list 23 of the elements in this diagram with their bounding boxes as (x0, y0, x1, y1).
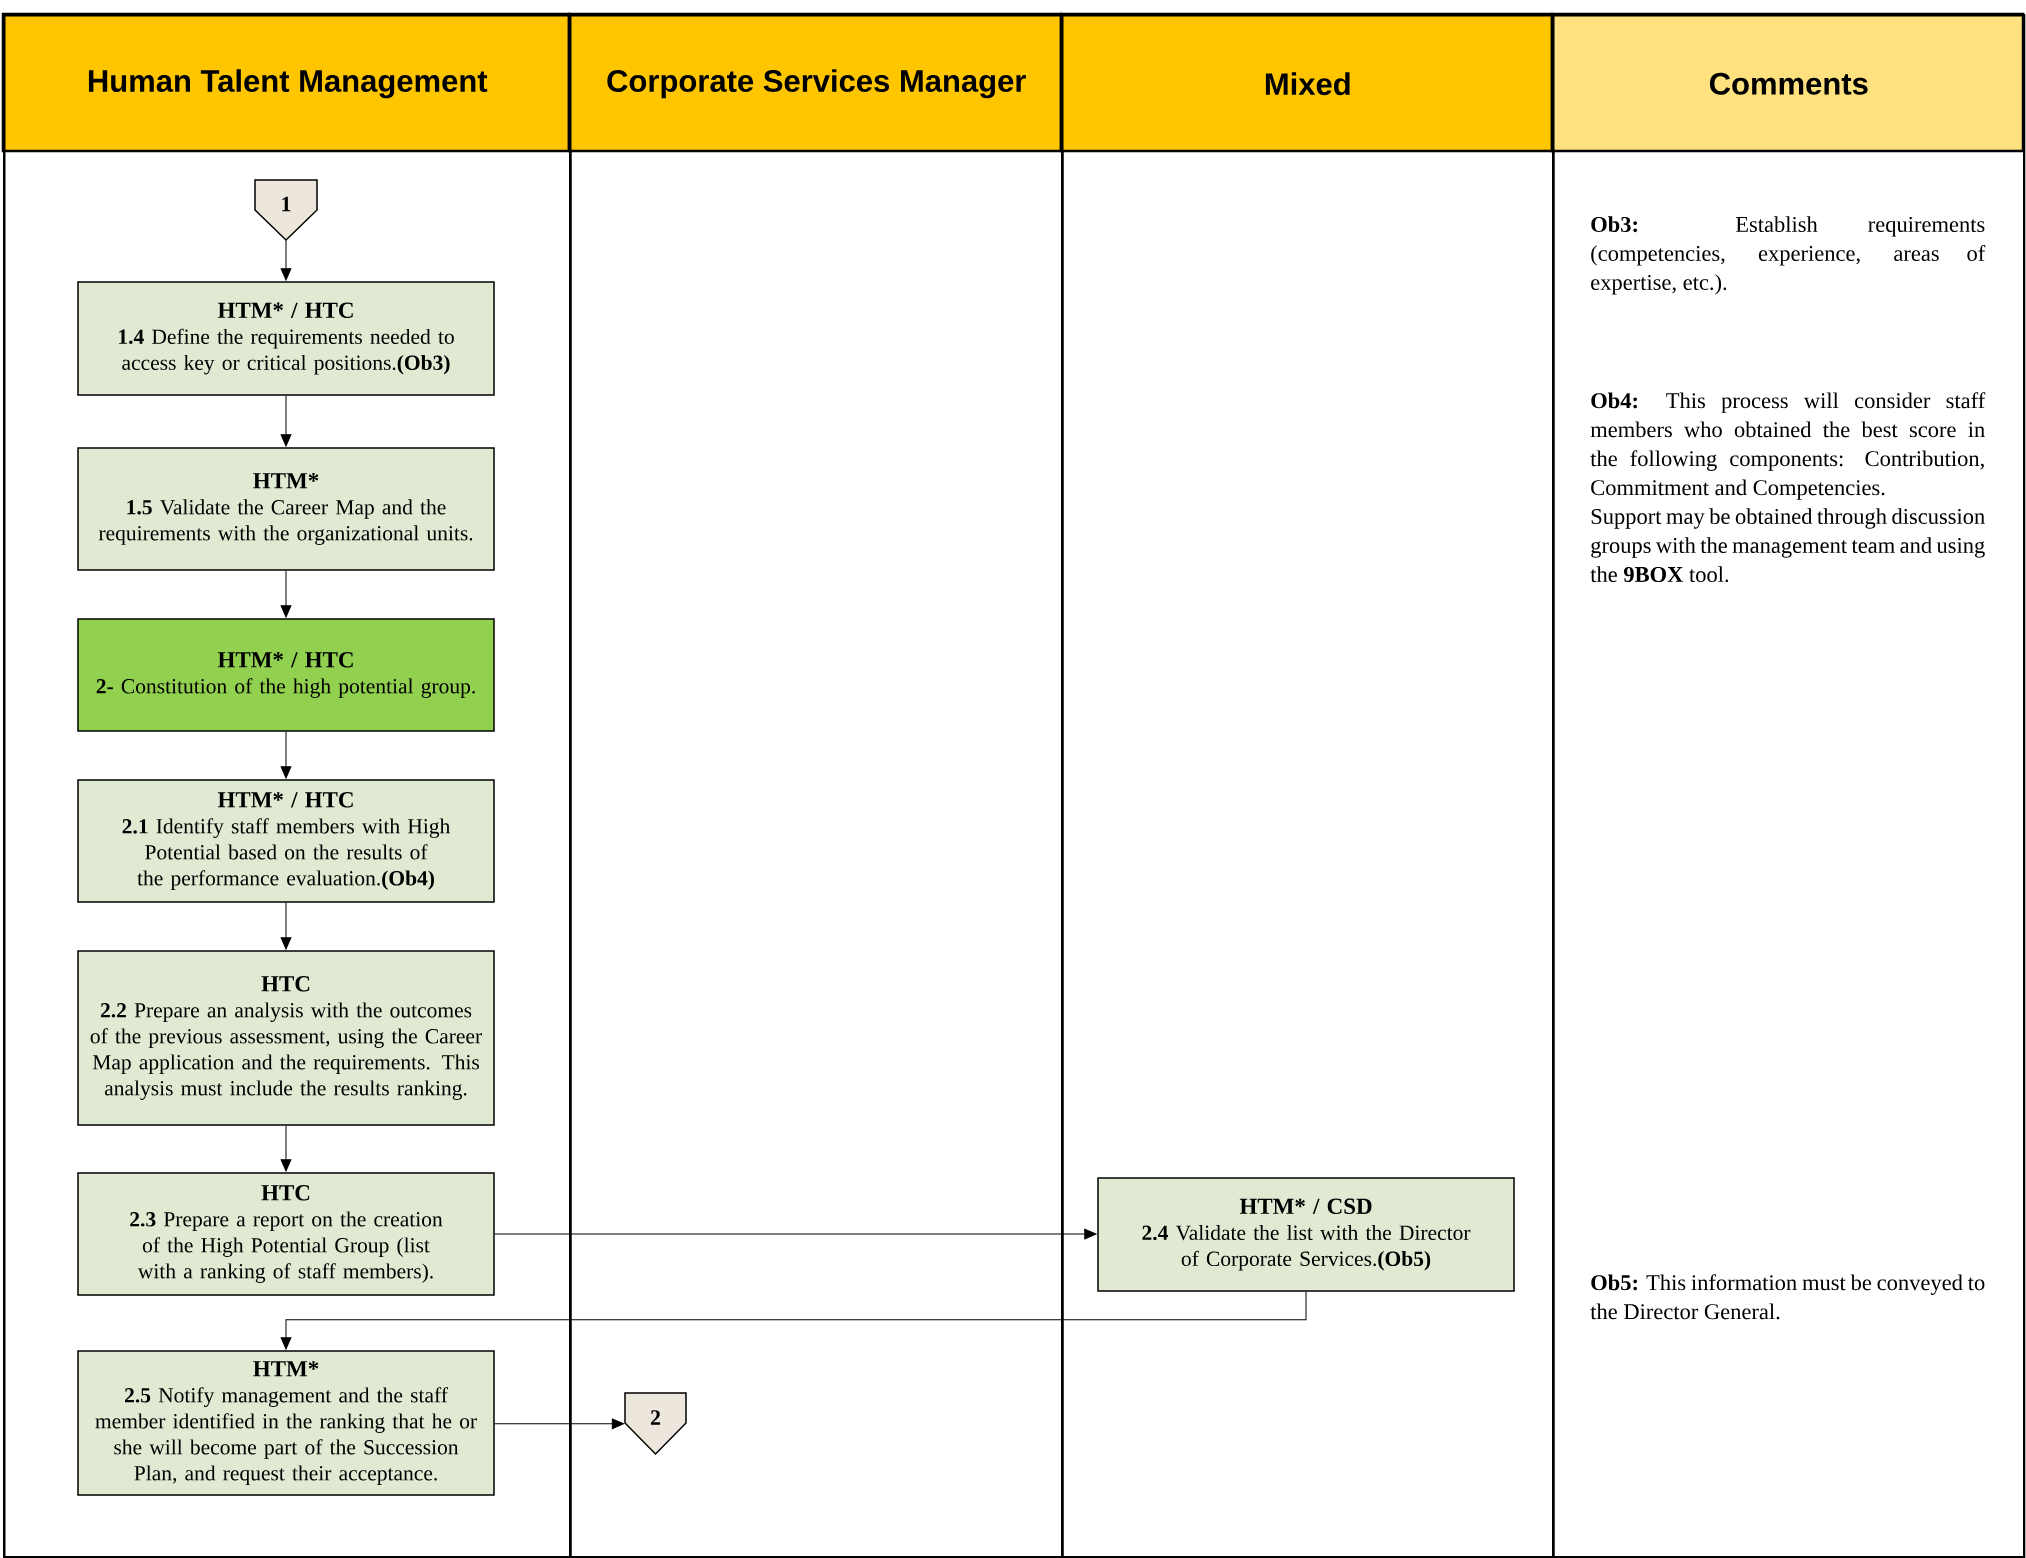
comment-text: Ob5: This information must be conveyed to the Director General. (1590, 1274, 1985, 1320)
off-page-connector: 2 (624, 1392, 687, 1456)
process-box: HTM* 2.5 Notify management and the staff member identified in the ranking that he or she will become part of the Succession Plan, and request their acceptance. (77, 1350, 495, 1496)
arrow (280, 1291, 1307, 1350)
arrow (280, 239, 292, 281)
comment-text: Ob4: This process will consider staff members who obtained the best score in the following components: Contribution, Commitment and Competencies. (1590, 392, 1986, 500)
arrow (280, 902, 292, 950)
arrow (280, 570, 292, 618)
arrow (494, 1228, 1097, 1240)
arrow (280, 395, 292, 447)
arrow (280, 731, 292, 779)
process-box: HTM* / HTC 2.1 Identify staff members with High Potential based on the results of the performance evaluation.(Ob4) (77, 779, 495, 903)
arrow (280, 1125, 292, 1172)
process-box: HTM* / HTC 2- Constitution of the high potential group. (77, 618, 495, 732)
comment-text: Support may be obtained through discussion groups with the management team and using the 9BOX tool. (1590, 508, 1985, 583)
comment-text: Ob3: Establish requirements (competencies, experience, areas of expertise, etc.). (1591, 216, 1986, 295)
arrow (494, 1418, 625, 1430)
process-box: HTM* / HTC 1.4 Define the requirements needed to access key or critical positions.(Ob3) (77, 281, 495, 396)
process-box: HTC 2.3 Prepare a report on the creation of the High Potential Group (list with a ranking of staff members). (77, 1172, 495, 1296)
process-box: HTM* 1.5 Validate the Career Map and the requirements with the organizational units. (77, 447, 495, 571)
off-page-connector: 1 (254, 179, 318, 242)
process-box: HTM* / CSD 2.4 Validate the list with the Director of Corporate Services.(Ob5) (1097, 1177, 1515, 1292)
process-box: HTC 2.2 Prepare an analysis with the outcomes of the previous assessment, using the Career Map application and the requirements. This analysis must include the results ranking. (77, 950, 495, 1126)
